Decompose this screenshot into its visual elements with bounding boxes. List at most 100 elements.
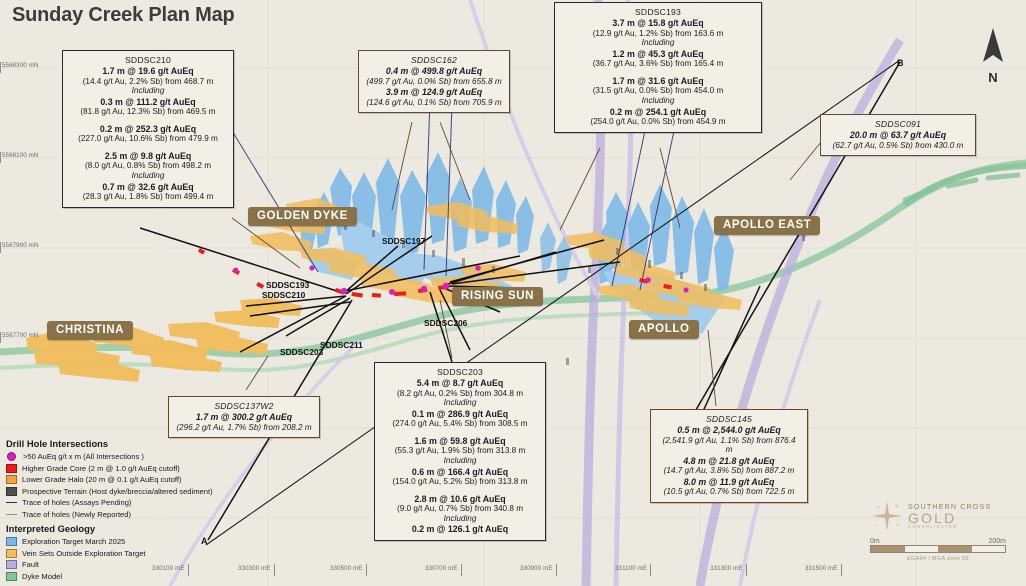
callout-hole-id: SDDSC193 [634, 7, 682, 17]
northing-tick-label: 5568300 mN [0, 62, 39, 73]
legend-item-label: Trace of holes (Assays Pending) [22, 498, 132, 508]
callout-result-line: 0.2 m @ 252.3 g/t AuEq [99, 123, 197, 134]
scale-bar-segment [938, 546, 972, 552]
high-grade-points-layer [233, 265, 689, 295]
section-line-label-a: A [201, 536, 208, 546]
easting-tick-label: 331100 mE [615, 564, 652, 576]
legend-item-label: Trace of holes (Newly Reported) [22, 509, 132, 519]
place-label-rising-sun: RISING SUN [452, 287, 544, 306]
legend-drill-hole-item[interactable]: Trace of holes (Assays Pending) [6, 497, 214, 509]
scale-bar [870, 545, 1006, 553]
legend-swatch-square-icon [6, 548, 17, 558]
callout-hole-id: SDDSC210 [124, 55, 172, 65]
legend-geology-item[interactable]: Fault [6, 559, 214, 571]
callout-detail-line: (14.4 g/t Au, 2.2% Sb) from 468.7 m [82, 76, 214, 86]
callout-hole-id: SDDSC137W2 [214, 401, 274, 411]
legend-item-label: Vein Sets Outside Exploration Target [22, 548, 146, 558]
callout-result-line: 3.7 m @ 15.8 g/t AuEq [612, 18, 704, 29]
page-title: Sunday Creek Plan Map [12, 4, 235, 26]
legend-swatch-square-icon [6, 537, 17, 547]
legend-swatch-square-icon [6, 571, 17, 581]
legend-item-label: Fault [22, 560, 39, 570]
legend-drill-hole-item[interactable]: Prospective Terrain (Host dyke/breccia/a… [6, 486, 214, 498]
place-label-apollo: APOLLO [629, 320, 699, 339]
callout-detail-line: (227.0 g/t Au, 10.6% Sb) from 479.9 m [78, 134, 218, 144]
callout-including-label: Including [131, 171, 165, 180]
projection-label: EGA94 / MGA zone 55 [906, 556, 970, 562]
callout-including-label: Including [641, 38, 675, 48]
callout-hole-id: SDDSC203 [436, 367, 484, 377]
callout-detail-line: (55.3 g/t Au, 1.9% Sb) from 313.8 m [394, 446, 526, 456]
legend-geology-item[interactable]: Dyke Model [6, 571, 214, 583]
section-lines [205, 59, 901, 546]
section-line-label-b: B [897, 58, 904, 68]
legend-swatch-square-icon [6, 475, 17, 485]
drill-hole-label-sddsc210: SDDSC210 [262, 290, 306, 300]
callout-result-line: 1.6 m @ 59.8 g/t AuEq [414, 435, 506, 446]
legend-drill-hole-item[interactable]: >50 AuEq g/t x m (All Intersections ) [6, 451, 214, 463]
callout-including-label: Including [131, 86, 165, 96]
callout-detail-line: (274.0 g/t Au, 5.4% Sb) from 308.5 m [392, 419, 528, 429]
legend-group-drill-hole-intersections: >50 AuEq g/t x m (All Intersections )Hig… [6, 451, 214, 520]
brand-line-2: GOLD [908, 509, 957, 526]
callout-detail-line: (2,541.9 g/t Au, 1.1% Sb) from 876.4 m [662, 435, 796, 455]
callout-spacer [70, 144, 226, 150]
callout-result-line: 1.7 m @ 300.2 g/t AuEq [195, 412, 293, 423]
callout-including-label: Including [443, 513, 477, 523]
callout-result-line: 0.2 m @ 254.1 g/t AuEq [609, 106, 707, 117]
scale-bar-segment [971, 546, 1005, 552]
drill-hole-label-sddsc197: SDDSC197 [382, 236, 426, 246]
callout-hole-id: SDDSC145 [705, 414, 753, 424]
callout-including-label: Including [443, 398, 477, 408]
easting-tick-label: 330100 mE [152, 564, 189, 576]
place-label-christina: CHRISTINA [47, 321, 134, 340]
legend-item-label: Exploration Target March 2025 [22, 537, 126, 547]
legend-heading-drill-hole-intersections: Drill Hole Intersections [6, 438, 109, 449]
easting-tick-label: 330900 mE [520, 564, 557, 576]
callout-detail-line: (254.0 g/t Au, 0.0% Sb) from 454.9 m [590, 117, 726, 126]
callout-result-line: 0.2 m @ 126.1 g/t AuEq [411, 524, 509, 535]
callout-detail-line: (12.9 g/t Au, 1.2% Sb) from 163.6 m [592, 28, 724, 38]
scale-bar-segment [871, 546, 905, 552]
legend-drill-hole-item[interactable]: Lower Grade Halo (20 m @ 0.1 g/t AuEq cu… [6, 474, 214, 486]
scale-min-label: 0m [870, 538, 880, 545]
callout-including-label: Including [443, 455, 477, 465]
legend-swatch-square-icon [6, 463, 17, 473]
place-label-golden-dyke: GOLDEN DYKE [248, 207, 357, 226]
callout-result-line: 0.1 m @ 286.9 g/t AuEq [411, 408, 509, 419]
drill-hole-label-sddsc206: SDDSC206 [424, 318, 468, 328]
easting-tick-label: 330500 mE [330, 564, 367, 576]
legend-item-label: Prospective Terrain (Host dyke/breccia/a… [22, 486, 213, 496]
callout-result-line: 2.5 m @ 9.8 g/t AuEq [104, 150, 192, 161]
callout-detail-line: (62.7 g/t Au, 0.5% Sb) from 430.0 m [832, 140, 964, 150]
callout-result-line: 3.9 m @ 124.9 g/t AuEq [385, 87, 483, 98]
legend-drill-hole-item[interactable]: Trace of holes (Newly Reported) [6, 509, 214, 521]
scale-max-label: 200m [988, 538, 1006, 545]
callout-detail-line: (8.2 g/t Au, 0.2% Sb) from 304.8 m [396, 388, 524, 398]
callout-result-line: 4.8 m @ 21.8 g/t AuEq [683, 455, 775, 466]
legend: Drill Hole Intersections >50 AuEq g/t x … [6, 438, 214, 582]
callout-spacer [70, 117, 226, 123]
callout-result-line: 1.7 m @ 31.6 g/t AuEq [612, 75, 704, 86]
easting-tick-label: 331500 mE [805, 564, 842, 576]
legend-drill-hole-item[interactable]: Higher Grade Core (2 m @ 1.0 g/t AuEq cu… [6, 463, 214, 475]
easting-tick-label: 330700 mE [425, 564, 462, 576]
legend-geology-item[interactable]: Vein Sets Outside Exploration Target [6, 548, 214, 560]
brand-line-1: SOUTHERN CROSS [908, 502, 992, 512]
callout-result-line: 0.3 m @ 111.2 g/t AuEq [100, 96, 196, 107]
legend-geology-item[interactable]: Exploration Target March 2025 [6, 536, 214, 548]
drill-hole-label-sddsc203: SDDSC203 [280, 347, 324, 357]
callout-including-label: Including [641, 95, 675, 105]
easting-tick-label: 330300 mE [238, 564, 275, 576]
callout-detail-line: (8.0 g/t Au, 0.8% Sb) from 498.2 m [84, 161, 212, 171]
callout-result-line: 5.4 m @ 8.7 g/t AuEq [416, 378, 504, 389]
